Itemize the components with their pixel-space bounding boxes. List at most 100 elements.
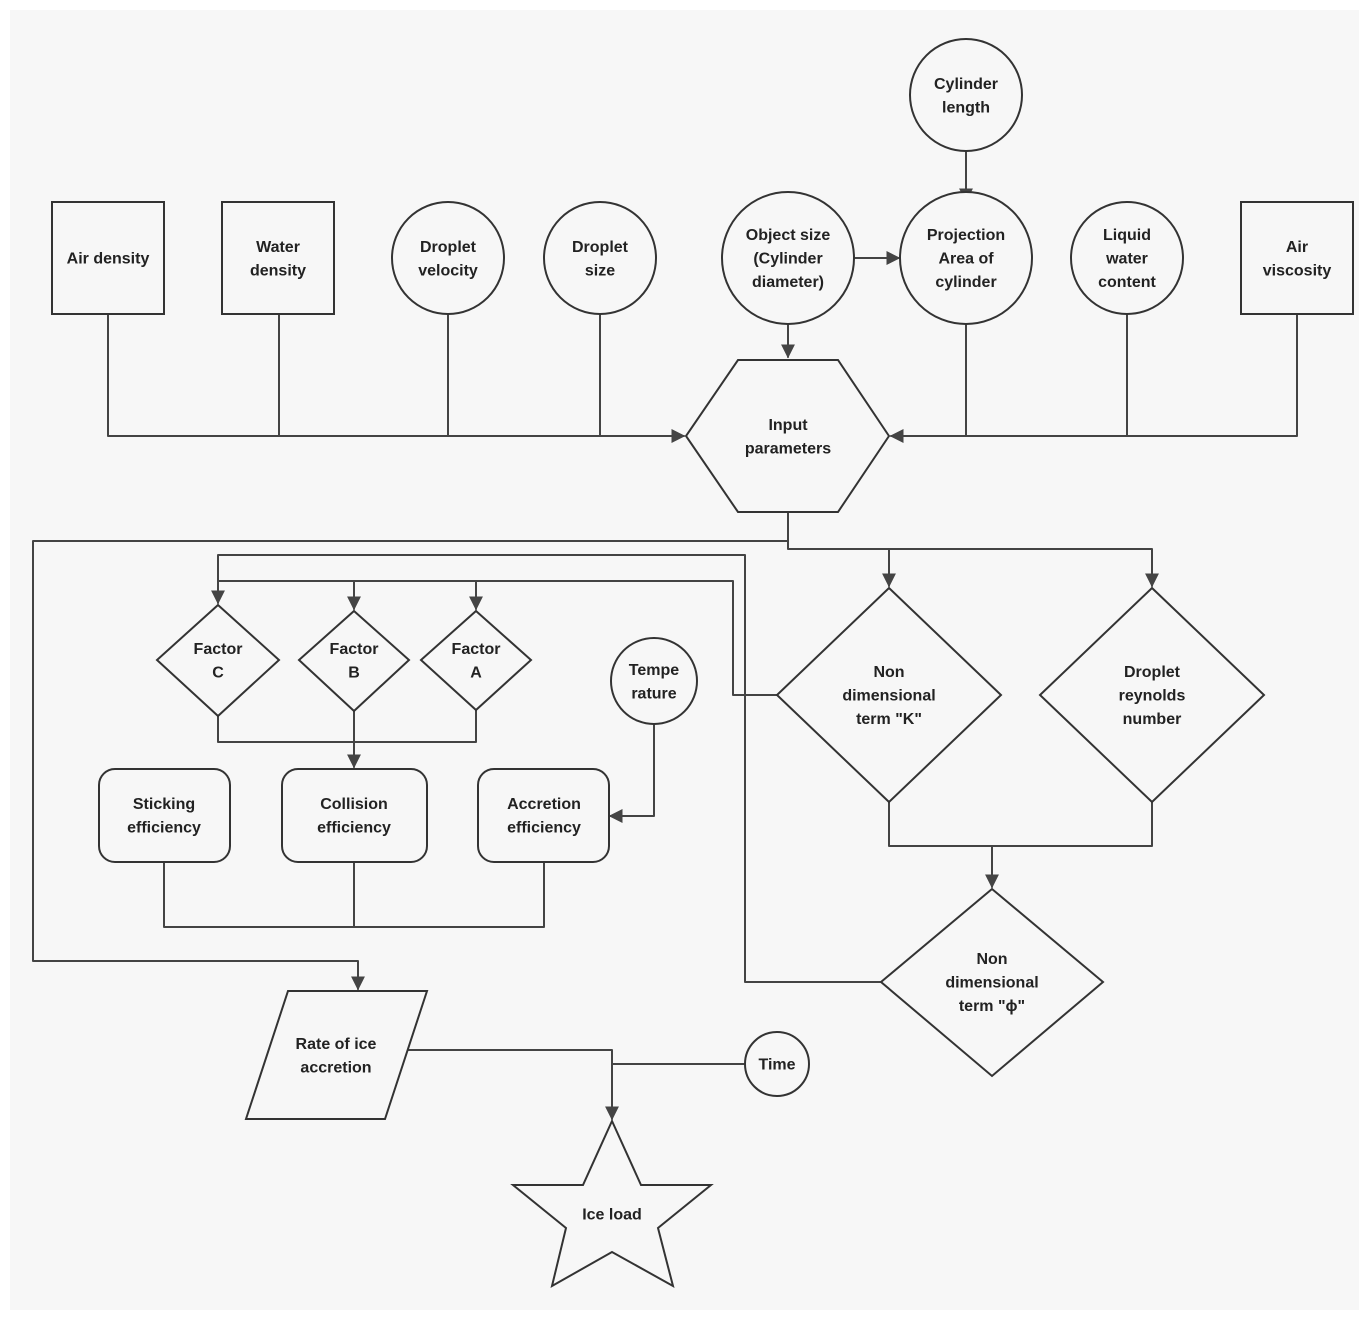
edge-rate-to-ice-load <box>405 1049 619 1121</box>
droplet-size-label: Droplet size <box>572 239 629 279</box>
node-ice-load[interactable]: Ice load <box>510 1118 714 1289</box>
rate-of-ice-accretion-label: Rate of ice accretion <box>296 1036 377 1077</box>
air-density-label: Air density <box>67 251 150 268</box>
non-dim-k-label-line: term "K" <box>856 711 922 728</box>
droplet-velocity-label: Droplet velocity <box>418 239 478 279</box>
ice-load-label: Ice load <box>582 1207 642 1224</box>
collision-efficiency-label: Collision efficiency <box>317 796 391 837</box>
node-water-density[interactable]: Water density <box>221 201 335 315</box>
node-droplet-velocity[interactable]: Droplet velocity <box>391 201 505 315</box>
air-density-label-line: Air density <box>67 251 150 268</box>
input-parameters-label-line: parameters <box>745 440 831 457</box>
node-non-dim-k[interactable]: Non dimensional term "K" <box>775 586 1003 804</box>
temperature-label: Tempe rature <box>629 662 679 703</box>
collision-efficiency-label-line: efficiency <box>317 819 391 836</box>
node-sticking-efficiency[interactable]: Sticking efficiency <box>98 768 231 863</box>
node-droplet-size[interactable]: Droplet size <box>543 201 657 315</box>
node-air-density[interactable]: Air density <box>51 201 165 315</box>
water-density-label: Water density <box>250 239 306 279</box>
temperature-label-line: rature <box>631 685 676 702</box>
droplet-reynolds-label-line: Droplet <box>1124 664 1181 681</box>
node-time[interactable]: Time <box>744 1031 810 1097</box>
non-dim-phi-label-line: term "ϕ" <box>959 998 1025 1015</box>
object-size-label-line: (Cylinder <box>753 251 822 268</box>
edge-reynolds-to-phi <box>991 801 1153 847</box>
input-parameters-label-line: Input <box>768 417 808 434</box>
edge-air-viscosity-to-input <box>965 313 1298 437</box>
droplet-velocity-label-line: Droplet <box>420 239 477 256</box>
droplet-reynolds-label-line: reynolds <box>1119 688 1186 705</box>
object-size-label-line: Object size <box>746 227 831 244</box>
factor-a-label-line: A <box>470 664 482 681</box>
liquid-water-content-label: Liquid water content <box>1098 227 1156 291</box>
factor-b-label-line: Factor <box>330 641 379 658</box>
cylinder-length-label: Cylinder length <box>934 76 998 117</box>
temperature-label-line: Tempe <box>629 662 679 679</box>
node-input-parameters[interactable]: Input parameters <box>684 359 891 513</box>
factor-c-label-line: C <box>212 664 224 681</box>
time-label-line: Time <box>758 1057 795 1074</box>
ice-load-label-line: Ice load <box>582 1207 642 1224</box>
node-liquid-water-content[interactable]: Liquid water content <box>1070 201 1184 315</box>
collision-efficiency-label-line: Collision <box>320 796 388 813</box>
sticking-efficiency-label: Sticking efficiency <box>127 796 201 837</box>
node-cylinder-length[interactable]: Cylinder length <box>909 38 1023 152</box>
edge-projection-to-input <box>889 313 967 443</box>
sticking-efficiency-label-line: Sticking <box>133 796 195 813</box>
projection-area-label-line: cylinder <box>935 274 996 291</box>
non-dim-phi-label-line: Non <box>976 951 1007 968</box>
edges <box>32 150 1298 1121</box>
droplet-velocity-label-line: velocity <box>418 262 478 279</box>
factor-a-label-line: Factor <box>452 641 501 658</box>
edge-input-to-reynolds <box>888 548 1159 588</box>
edge-air-density-to-input <box>107 313 686 443</box>
water-density-label-line: Water <box>256 239 300 256</box>
droplet-size-label-line: Droplet <box>572 239 629 256</box>
water-density-label-line: density <box>250 262 306 279</box>
input-parameters-label: Input parameters <box>745 417 831 458</box>
edge-phi-to-factor-c <box>217 554 881 983</box>
projection-area-label-line: Projection <box>927 227 1005 244</box>
accretion-efficiency-label-line: efficiency <box>507 819 581 836</box>
factor-c-label-line: Factor <box>194 641 243 658</box>
node-rate-of-ice-accretion[interactable]: Rate of ice accretion <box>244 990 429 1120</box>
node-temperature[interactable]: Tempe rature <box>610 637 698 725</box>
edge-input-to-rate <box>32 511 789 991</box>
liquid-water-content-label-line: content <box>1098 274 1156 291</box>
non-dim-k-label-line: dimensional <box>842 688 935 705</box>
factor-b-label-line: B <box>348 664 360 681</box>
rate-of-ice-accretion-label-line: accretion <box>300 1059 371 1076</box>
sticking-efficiency-label-line: efficiency <box>127 819 201 836</box>
liquid-water-content-label-line: water <box>1105 251 1148 268</box>
edge-non-dim-k-to-phi <box>888 801 999 889</box>
rate-of-ice-accretion-label-line: Rate of ice <box>296 1036 377 1053</box>
droplet-size-label-line: size <box>585 262 615 279</box>
edge-factors-to-collision <box>217 709 477 743</box>
liquid-water-content-label-line: Liquid <box>1103 227 1151 244</box>
non-dim-k-label-line: Non <box>873 664 904 681</box>
projection-area-label-line: Area of <box>938 251 994 268</box>
node-collision-efficiency[interactable]: Collision efficiency <box>281 768 428 863</box>
cylinder-length-label-line: length <box>942 99 990 116</box>
cylinder-length-label-line: Cylinder <box>934 76 998 93</box>
edge-input-to-non-dim-k <box>787 511 896 588</box>
